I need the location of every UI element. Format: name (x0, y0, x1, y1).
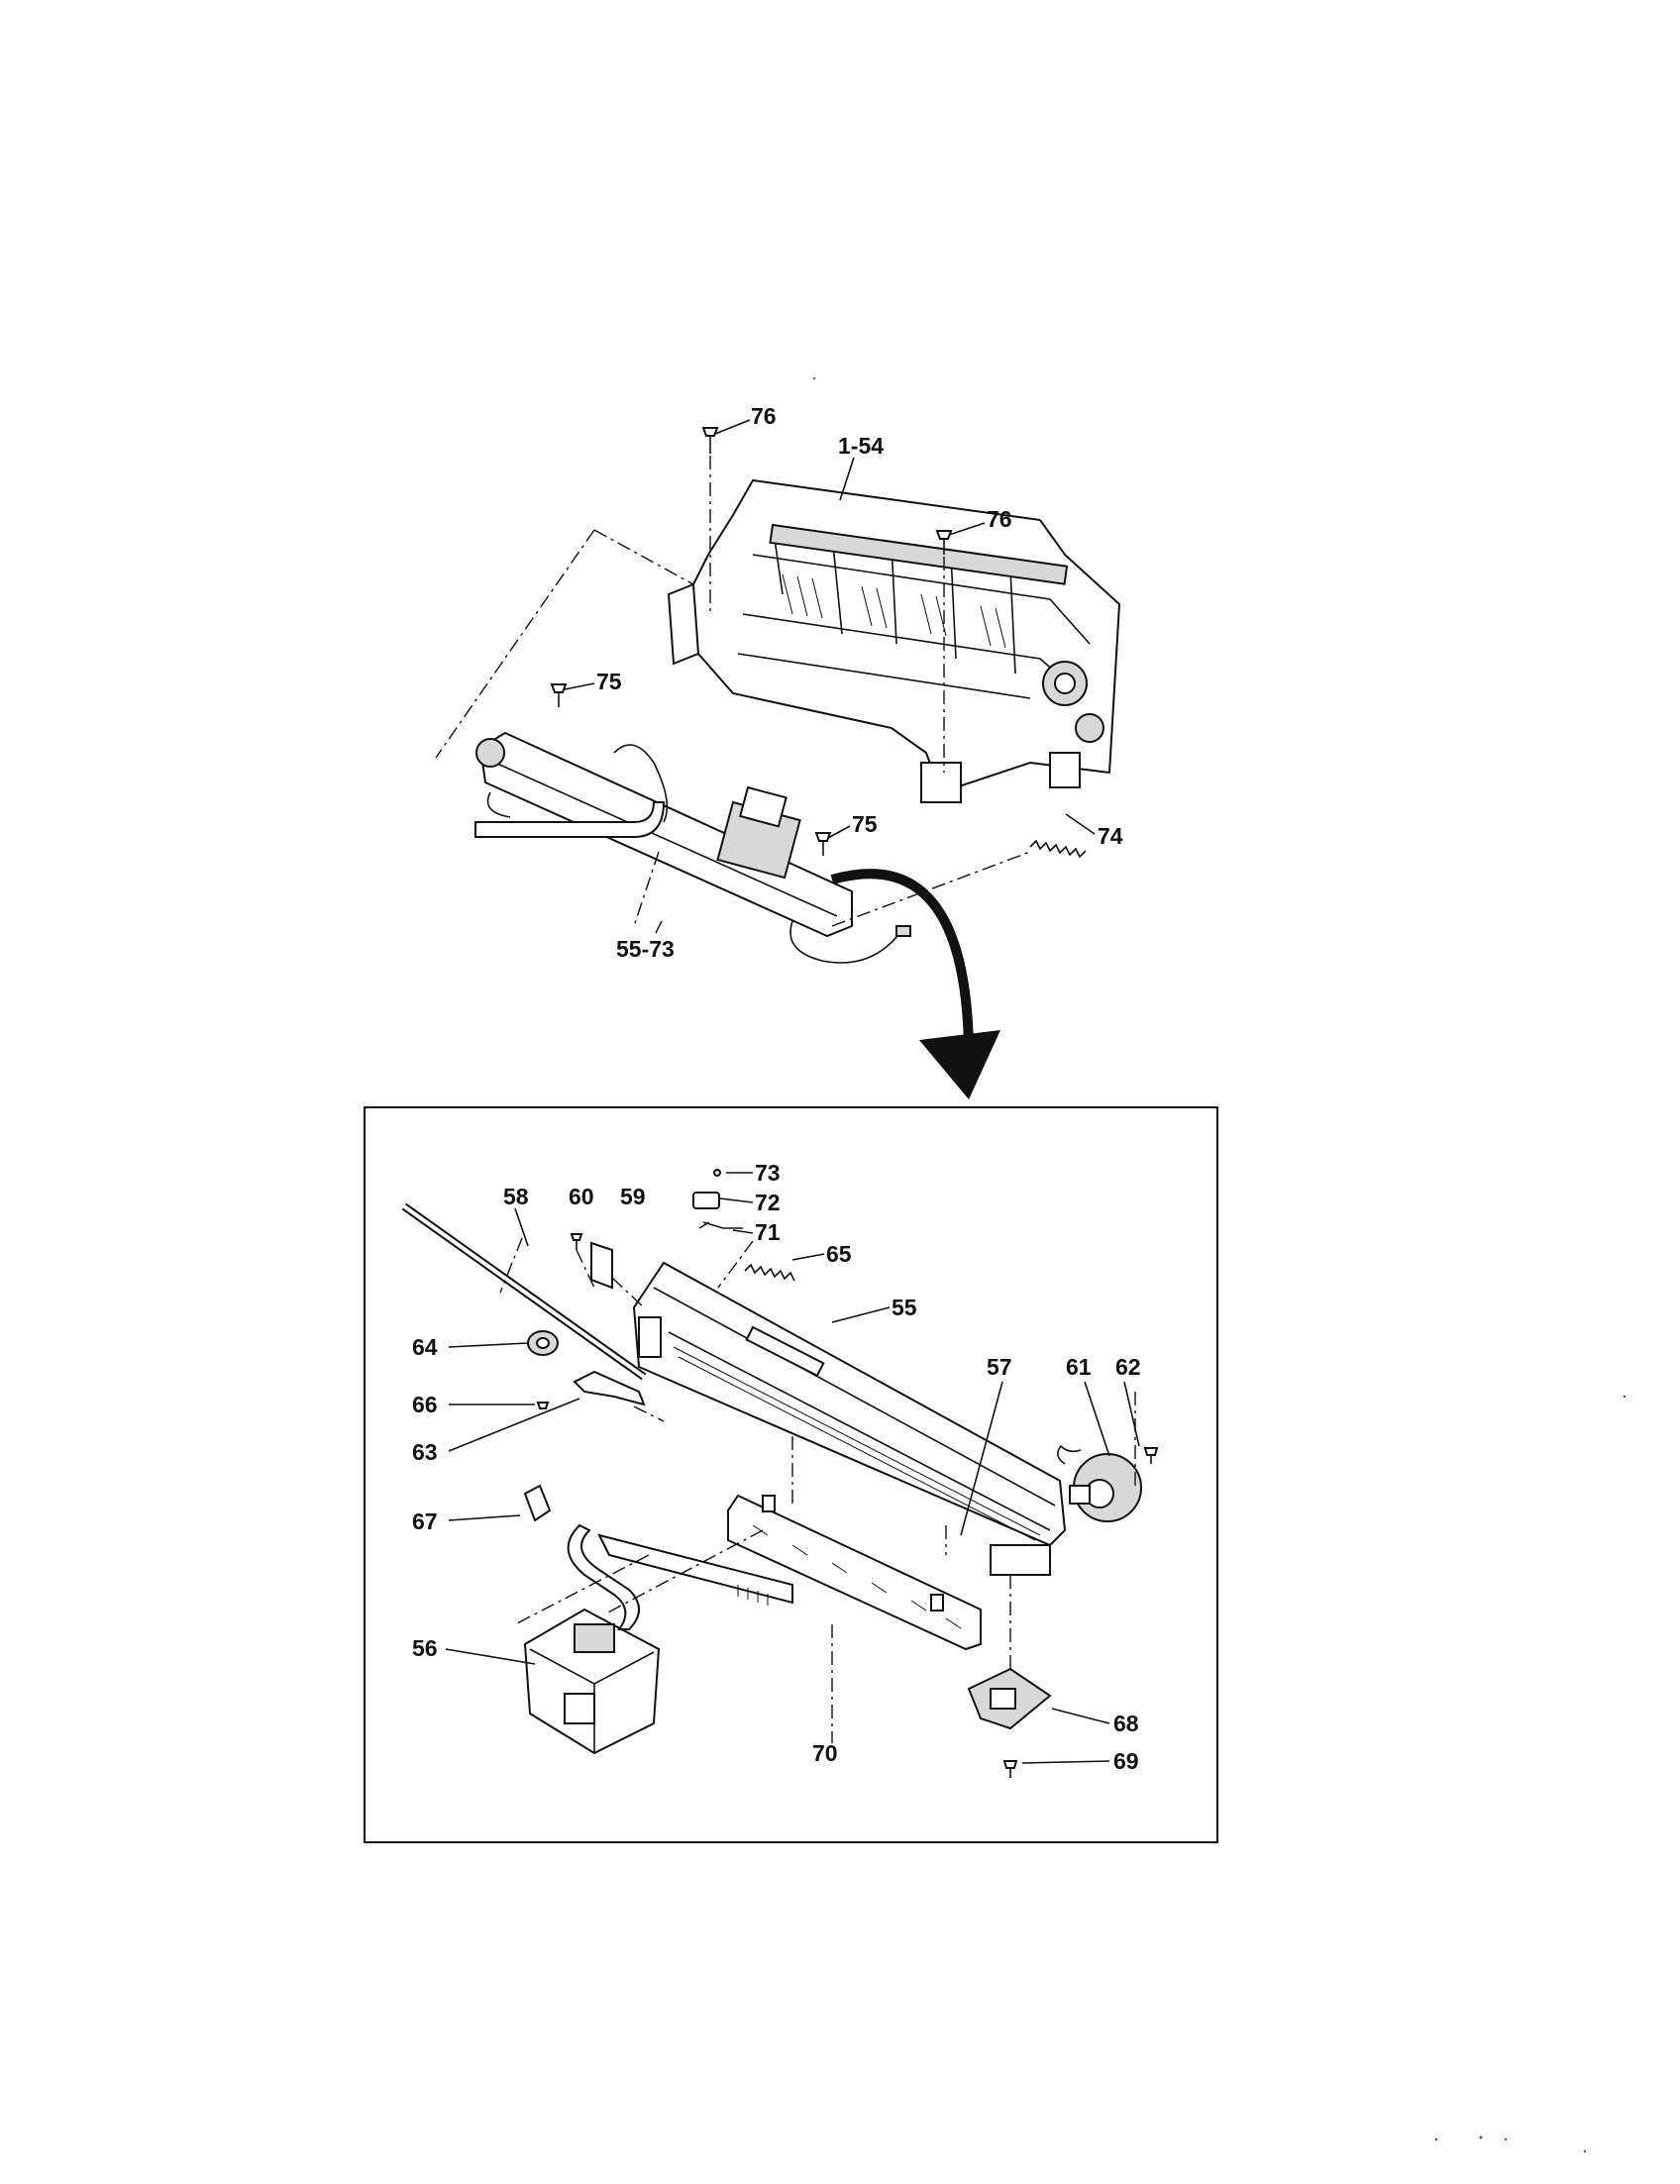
callout-68: 68 (1113, 1711, 1139, 1736)
callout-64: 64 (412, 1334, 438, 1360)
pulley-part-64 (527, 1330, 559, 1356)
flat-cable (567, 1523, 793, 1630)
screw-part-76a (701, 427, 719, 454)
bracket-part-59 (590, 1241, 613, 1290)
screw-part-75a (550, 683, 568, 707)
callout-55: 55 (892, 1295, 917, 1320)
screw-part-69 (1002, 1760, 1018, 1778)
callout-72: 72 (755, 1190, 781, 1215)
clip-part-67 (523, 1484, 552, 1522)
main-chassis-assembly (667, 478, 1121, 803)
part-71 (698, 1221, 743, 1229)
callout-63: 63 (412, 1439, 438, 1465)
callout-1-54: 1-54 (838, 433, 884, 459)
callout-56: 56 (412, 1635, 438, 1661)
screw-part-62 (1143, 1447, 1159, 1464)
callout-66: 66 (412, 1392, 438, 1417)
callout-70: 70 (812, 1740, 838, 1766)
callout-75-left: 75 (596, 669, 622, 694)
callout-67: 67 (412, 1508, 438, 1534)
screw-part-66 (536, 1402, 550, 1409)
part-73 (713, 1169, 721, 1177)
shaft-part-58 (401, 1202, 647, 1381)
screw-part-76b (935, 530, 953, 555)
callout-76-top-right: 76 (987, 506, 1012, 532)
motor-part-61 (1057, 1444, 1142, 1522)
carriage-part-56 (523, 1608, 661, 1755)
frame-part-55 (632, 1261, 1067, 1576)
spring-part-74 (1029, 839, 1087, 859)
screw-part-75b (814, 832, 832, 856)
callout-75-right: 75 (852, 811, 878, 837)
callout-57: 57 (987, 1354, 1012, 1380)
callout-69: 69 (1113, 1748, 1139, 1774)
callout-58: 58 (503, 1184, 529, 1209)
sensor-part-68 (967, 1667, 1052, 1730)
screw-part-60 (570, 1233, 583, 1250)
callout-60: 60 (569, 1184, 594, 1209)
carriage-rail-assembly (474, 731, 911, 964)
callout-61: 61 (1066, 1354, 1092, 1380)
spring-part-65 (744, 1263, 795, 1282)
callout-73: 73 (755, 1160, 781, 1186)
callout-59: 59 (620, 1184, 646, 1209)
detail-inset-frame (364, 1106, 1218, 1843)
callout-74: 74 (1098, 823, 1123, 849)
part-72 (692, 1192, 720, 1209)
callout-65: 65 (826, 1241, 852, 1267)
lever-part-63 (573, 1370, 646, 1406)
scan-specks (812, 376, 1627, 2153)
guide-plate-part-70 (727, 1494, 982, 1651)
callout-55-73: 55-73 (616, 936, 675, 962)
callout-76-top-left: 76 (751, 403, 777, 429)
callout-71: 71 (755, 1219, 781, 1245)
callout-62: 62 (1115, 1354, 1141, 1380)
curved-arrow-icon (830, 869, 1000, 1099)
